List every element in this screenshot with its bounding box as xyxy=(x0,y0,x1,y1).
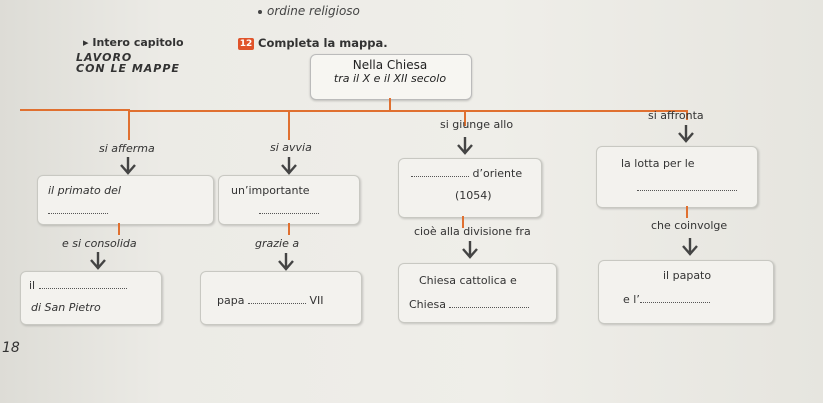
link-e-si-consolida: e si consolida xyxy=(62,237,137,250)
connector-line xyxy=(288,223,290,235)
col1-box2: il di San Pietro xyxy=(20,271,162,325)
top-bullet-text: ordine religioso xyxy=(258,4,360,18)
col4-box1: la lotta per le xyxy=(596,146,758,208)
link-che-coinvolge: che coinvolge xyxy=(651,219,728,232)
col1-box1: il primato del xyxy=(37,175,214,225)
connector-line xyxy=(20,109,130,111)
arrow-down-icon xyxy=(678,125,694,143)
connector-line xyxy=(118,223,120,235)
col1-box1-text: il primato del xyxy=(48,184,121,197)
col4-box1-blank[interactable] xyxy=(637,181,737,194)
col2-box1-text: un’importante xyxy=(231,184,310,197)
connector-line xyxy=(389,98,391,110)
link-si-avvia: si avvia xyxy=(270,141,312,154)
link-si-affronta: si affronta xyxy=(648,109,704,122)
col4-box2: il papato e l’ xyxy=(598,260,774,324)
arrow-down-icon xyxy=(462,241,478,259)
col2-box2: papa VII xyxy=(200,271,362,325)
exercise-number-badge: 12 xyxy=(238,38,254,50)
bullet-dot xyxy=(258,9,262,14)
link-cioe-alla-divisione-fra: cioè alla divisione fra xyxy=(414,225,531,238)
arrow-down-icon xyxy=(90,252,106,270)
exercise-instruction: Completa la mappa. xyxy=(258,36,388,50)
col3-box1-line1[interactable]: d’oriente xyxy=(411,167,522,180)
col4-box1-text: la lotta per le xyxy=(621,157,695,170)
connector-line xyxy=(686,110,688,120)
connector-line xyxy=(128,110,688,112)
concept-root-box xyxy=(310,54,472,100)
col1-box2-line2: di San Pietro xyxy=(31,301,101,314)
col2-box2-text[interactable]: papa VII xyxy=(217,294,324,307)
link-si-afferma: si afferma xyxy=(99,142,155,155)
col1-box1-blank[interactable] xyxy=(48,204,108,217)
concept-root-line1: Nella Chiesa xyxy=(352,58,428,72)
connector-line xyxy=(128,110,130,140)
col3-box1: d’oriente (1054) xyxy=(398,158,542,218)
col3-box2-line2[interactable]: Chiesa xyxy=(409,298,530,311)
connector-line xyxy=(288,110,290,140)
concept-root-line2: tra il X e il XII secolo xyxy=(333,72,447,85)
arrow-down-icon xyxy=(278,253,294,271)
link-grazie-a: grazie a xyxy=(255,237,300,250)
col2-box1: un’importante xyxy=(218,175,360,225)
col2-box1-blank[interactable] xyxy=(259,204,319,217)
connector-line xyxy=(686,206,688,218)
arrow-down-icon xyxy=(682,238,698,256)
page-number: 18 xyxy=(2,340,20,356)
connector-line xyxy=(462,216,464,228)
intero-capitolo-label[interactable]: ▸ Intero capitolo xyxy=(83,36,184,49)
arrow-down-icon xyxy=(457,137,473,155)
connector-line xyxy=(464,110,466,126)
col1-box2-line1[interactable]: il xyxy=(29,279,127,292)
arrow-down-icon xyxy=(120,157,136,175)
col4-box2-line2[interactable]: e l’ xyxy=(623,293,710,306)
col3-box1-line2: (1054) xyxy=(455,189,492,202)
col3-box2: Chiesa cattolica e Chiesa xyxy=(398,263,557,323)
arrow-down-icon xyxy=(281,157,297,175)
col3-box2-line1: Chiesa cattolica e xyxy=(419,274,517,287)
col4-box2-line1: il papato xyxy=(663,269,712,282)
link-si-giunge-allo: si giunge allo xyxy=(440,118,514,131)
